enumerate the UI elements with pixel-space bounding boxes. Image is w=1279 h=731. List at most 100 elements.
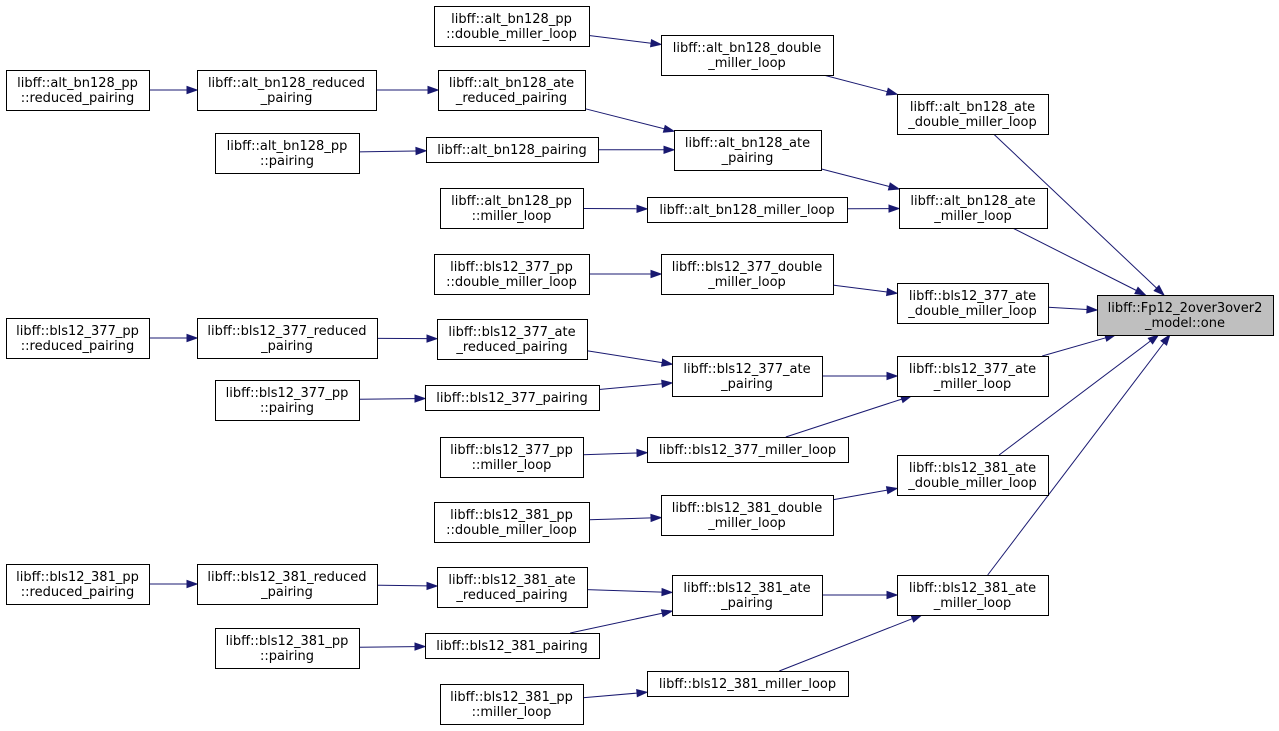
node-b381-ate-dml[interactable]: libff::bls12_381_ate_double_miller_loop <box>897 455 1049 496</box>
edge-b381-rp-to-b381-ate-rp <box>376 581 439 591</box>
node-box <box>672 575 823 616</box>
node-label-line: _double_miller_loop <box>907 115 1036 130</box>
edge-line <box>358 646 416 648</box>
edge-alt-ml-to-alt-ate-ml <box>846 204 901 213</box>
edge-b381-pp-ml-to-b381-ml <box>582 688 649 699</box>
node-label-line: ::miller_loop <box>472 458 552 473</box>
arrowhead <box>650 269 663 279</box>
node-b377-dml[interactable]: libff::bls12_377_double_miller_loop <box>661 254 834 295</box>
node-box <box>197 564 378 605</box>
node-b381-pp-rp[interactable]: libff::bls12_381_pp::reduced_pairing <box>6 564 150 605</box>
node-label-line: libff::alt_bn128_miller_loop <box>659 203 834 218</box>
node-label-line: ::reduced_pairing <box>21 339 134 354</box>
edge-b381-ate-rp-to-b381-ate-p <box>586 587 674 597</box>
node-b377-pp-rp[interactable]: libff::bls12_377_pp::reduced_pairing <box>6 318 150 359</box>
node-b381-ate-ml[interactable]: libff::bls12_381_ate_miller_loop <box>897 575 1049 616</box>
edge-b377-pp-dml-to-b377-dml <box>589 269 663 279</box>
node-alt-pp-ml[interactable]: libff::alt_bn128_pp::miller_loop <box>440 188 584 229</box>
edge-b377-ate-dml-to-root <box>1047 305 1099 314</box>
node-label-line: libff::alt_bn128_ate <box>910 194 1035 209</box>
node-b377-rp[interactable]: libff::bls12_377_reduced_pairing <box>197 318 378 359</box>
node-b377-ate-dml[interactable]: libff::bls12_377_ate_double_miller_loop <box>897 283 1049 324</box>
node-alt-rp[interactable]: libff::alt_bn128_reduced_pairing <box>197 70 377 111</box>
node-b381-p[interactable]: libff::bls12_381_pairing <box>425 633 600 659</box>
edge-line <box>358 150 417 153</box>
node-label-line: _pairing <box>260 585 313 600</box>
node-alt-p[interactable]: libff::alt_bn128_pairing <box>426 137 599 163</box>
edge-alt-p-to-alt-ate-p <box>597 145 676 155</box>
node-alt-ate-rp[interactable]: libff::alt_bn128_ate_reduced_pairing <box>438 70 586 111</box>
edge-line <box>785 398 902 438</box>
node-alt-ate-dml[interactable]: libff::alt_bn128_ate_double_miller_loop <box>897 94 1049 135</box>
node-label-line: libff::bls12_381_pp <box>16 570 139 585</box>
edge-b377-ate-p-to-b377-ate-ml <box>822 371 899 381</box>
node-b381-rp[interactable]: libff::bls12_381_reduced_pairing <box>197 564 378 605</box>
node-b377-pp-ml[interactable]: libff::bls12_377_pp::miller_loop <box>440 437 584 478</box>
node-label-line: _reduced_pairing <box>455 91 567 106</box>
node-label-line: libff::bls12_377_double <box>672 260 823 275</box>
node-b377-ml[interactable]: libff::bls12_377_miller_loop <box>647 437 849 463</box>
node-label-line: libff::bls12_381_pp <box>450 508 573 523</box>
node-b377-pp-dml[interactable]: libff::bls12_377_pp::double_miller_loop <box>434 254 590 295</box>
node-alt-pp-rp[interactable]: libff::alt_bn128_pp::reduced_pairing <box>6 70 150 111</box>
node-b381-dml[interactable]: libff::bls12_381_double_miller_loop <box>661 495 834 536</box>
arrowhead <box>415 146 428 156</box>
node-label-line: _miller_loop <box>707 516 786 531</box>
arrowhead <box>886 590 899 600</box>
node-box <box>440 684 584 725</box>
node-alt-pp-dml[interactable]: libff::alt_bn128_pp::double_miller_loop <box>434 6 590 47</box>
node-box <box>440 437 584 478</box>
edge-b381-pp-p-to-b381-p <box>358 642 427 651</box>
edge-b377-dml-to-b377-ate-dml <box>832 284 899 297</box>
node-b381-pp-dml[interactable]: libff::bls12_381_pp::double_miller_loop <box>434 502 590 543</box>
node-root[interactable]: libff::Fp12_2over3over2_model::one <box>1097 295 1274 336</box>
node-b377-ate-p[interactable]: libff::bls12_377_ate_pairing <box>672 356 823 397</box>
edge-line <box>582 452 638 456</box>
arrowhead <box>885 486 899 495</box>
edge-line <box>820 168 890 187</box>
edge-line <box>376 584 428 587</box>
node-label-line: _pairing <box>260 339 313 354</box>
node-label-line: libff::bls12_377_ate <box>683 362 810 377</box>
node-box <box>426 137 599 163</box>
edge-line <box>1047 306 1088 310</box>
arrowhead <box>886 371 899 381</box>
node-b381-ate-rp[interactable]: libff::bls12_381_ate_reduced_pairing <box>437 567 588 608</box>
node-box <box>661 254 834 295</box>
node-box <box>647 197 848 223</box>
node-label-line: _reduced_pairing <box>455 588 567 603</box>
edge-line <box>998 340 1151 456</box>
node-label-line: ::double_miller_loop <box>446 275 577 290</box>
node-label-line: _pairing <box>721 151 774 166</box>
node-box <box>6 564 150 605</box>
node-alt-ml[interactable]: libff::alt_bn128_miller_loop <box>647 197 848 223</box>
arrowhead <box>650 38 663 48</box>
node-b381-ate-p[interactable]: libff::bls12_381_ate_pairing <box>672 575 823 616</box>
node-b381-pp-ml[interactable]: libff::bls12_381_pp::miller_loop <box>440 684 584 725</box>
node-b381-ml[interactable]: libff::bls12_381_miller_loop <box>647 671 849 697</box>
node-box <box>672 356 823 397</box>
node-alt-dml[interactable]: libff::alt_bn128_double_miller_loop <box>661 35 834 76</box>
node-alt-ate-p[interactable]: libff::alt_bn128_ate_pairing <box>674 130 822 171</box>
edge-alt-pp-p-to-alt-p <box>358 146 428 156</box>
node-label-line: libff::bls12_381_ate <box>909 581 1036 596</box>
node-box <box>215 380 360 421</box>
node-alt-pp-p[interactable]: libff::alt_bn128_pp::pairing <box>215 133 360 174</box>
node-b377-ate-rp[interactable]: libff::bls12_377_ate_reduced_pairing <box>437 319 588 360</box>
node-b377-p[interactable]: libff::bls12_377_pairing <box>425 385 600 411</box>
node-b377-pp-p[interactable]: libff::bls12_377_pp::pairing <box>215 380 360 421</box>
node-label-line: _double_miller_loop <box>907 304 1036 319</box>
node-label-line: libff::bls12_381_ate <box>683 581 810 596</box>
node-b381-pp-p[interactable]: libff::bls12_381_pp::pairing <box>215 628 360 669</box>
edge-b381-pp-dml-to-b381-dml <box>588 513 663 523</box>
edge-alt-ate-ml-to-root <box>1012 227 1147 296</box>
edge-line <box>1012 227 1137 291</box>
node-box <box>215 628 360 669</box>
node-b377-ate-ml[interactable]: libff::bls12_377_ate_miller_loop <box>897 356 1049 397</box>
arrowhead <box>663 145 676 155</box>
edge-b377-rp-to-b377-ate-rp <box>376 334 439 343</box>
node-alt-ate-ml[interactable]: libff::alt_bn128_ate_miller_loop <box>899 188 1048 229</box>
node-box <box>6 318 150 359</box>
edge-alt-pp-ml-to-alt-ml <box>582 204 649 213</box>
